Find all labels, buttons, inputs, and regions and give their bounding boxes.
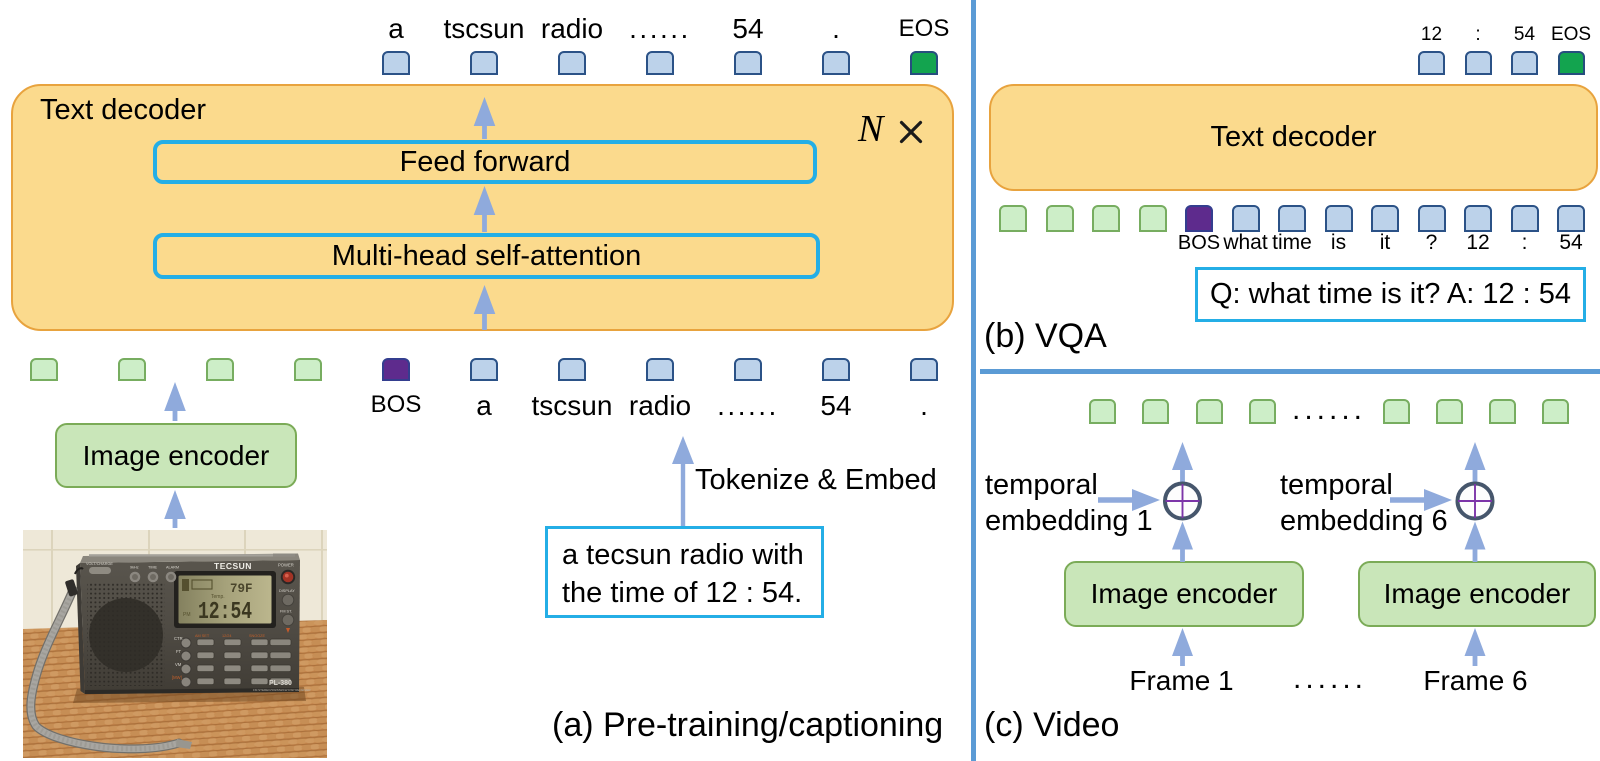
svg-text:AM SET: AM SET [195,634,210,638]
svg-text:DISPLAY: DISPLAY [279,589,295,593]
svg-text:79F: 79F [230,582,253,596]
svg-text:12:54: 12:54 [198,599,252,626]
svg-text:TECSUN: TECSUN [214,561,252,571]
svg-text:12/24: 12/24 [222,634,232,638]
svg-text:SNOOZE: SNOOZE [249,634,266,638]
svg-text:ALARM: ALARM [166,566,179,570]
svg-text:Temp.: Temp. [211,594,225,600]
svg-text:FM STEREO/SW/MW/LW DSP RECEIVE: FM STEREO/SW/MW/LW DSP RECEIVER [253,688,311,692]
svg-text:FT: FT [176,649,182,654]
svg-text:[MW]: [MW] [172,675,182,680]
svg-text:VM: VM [175,662,182,667]
svg-text:VOLT/CHARGE: VOLT/CHARGE [86,562,113,566]
svg-text:TIME: TIME [148,566,158,570]
svg-text:CTR: CTR [174,636,183,641]
svg-text:POWER: POWER [278,563,294,568]
svg-text:PM: PM [183,612,191,618]
svg-text:9kHz: 9kHz [130,566,139,570]
svg-text:PL-380: PL-380 [269,680,292,687]
svg-text:FM ST.: FM ST. [280,610,292,614]
